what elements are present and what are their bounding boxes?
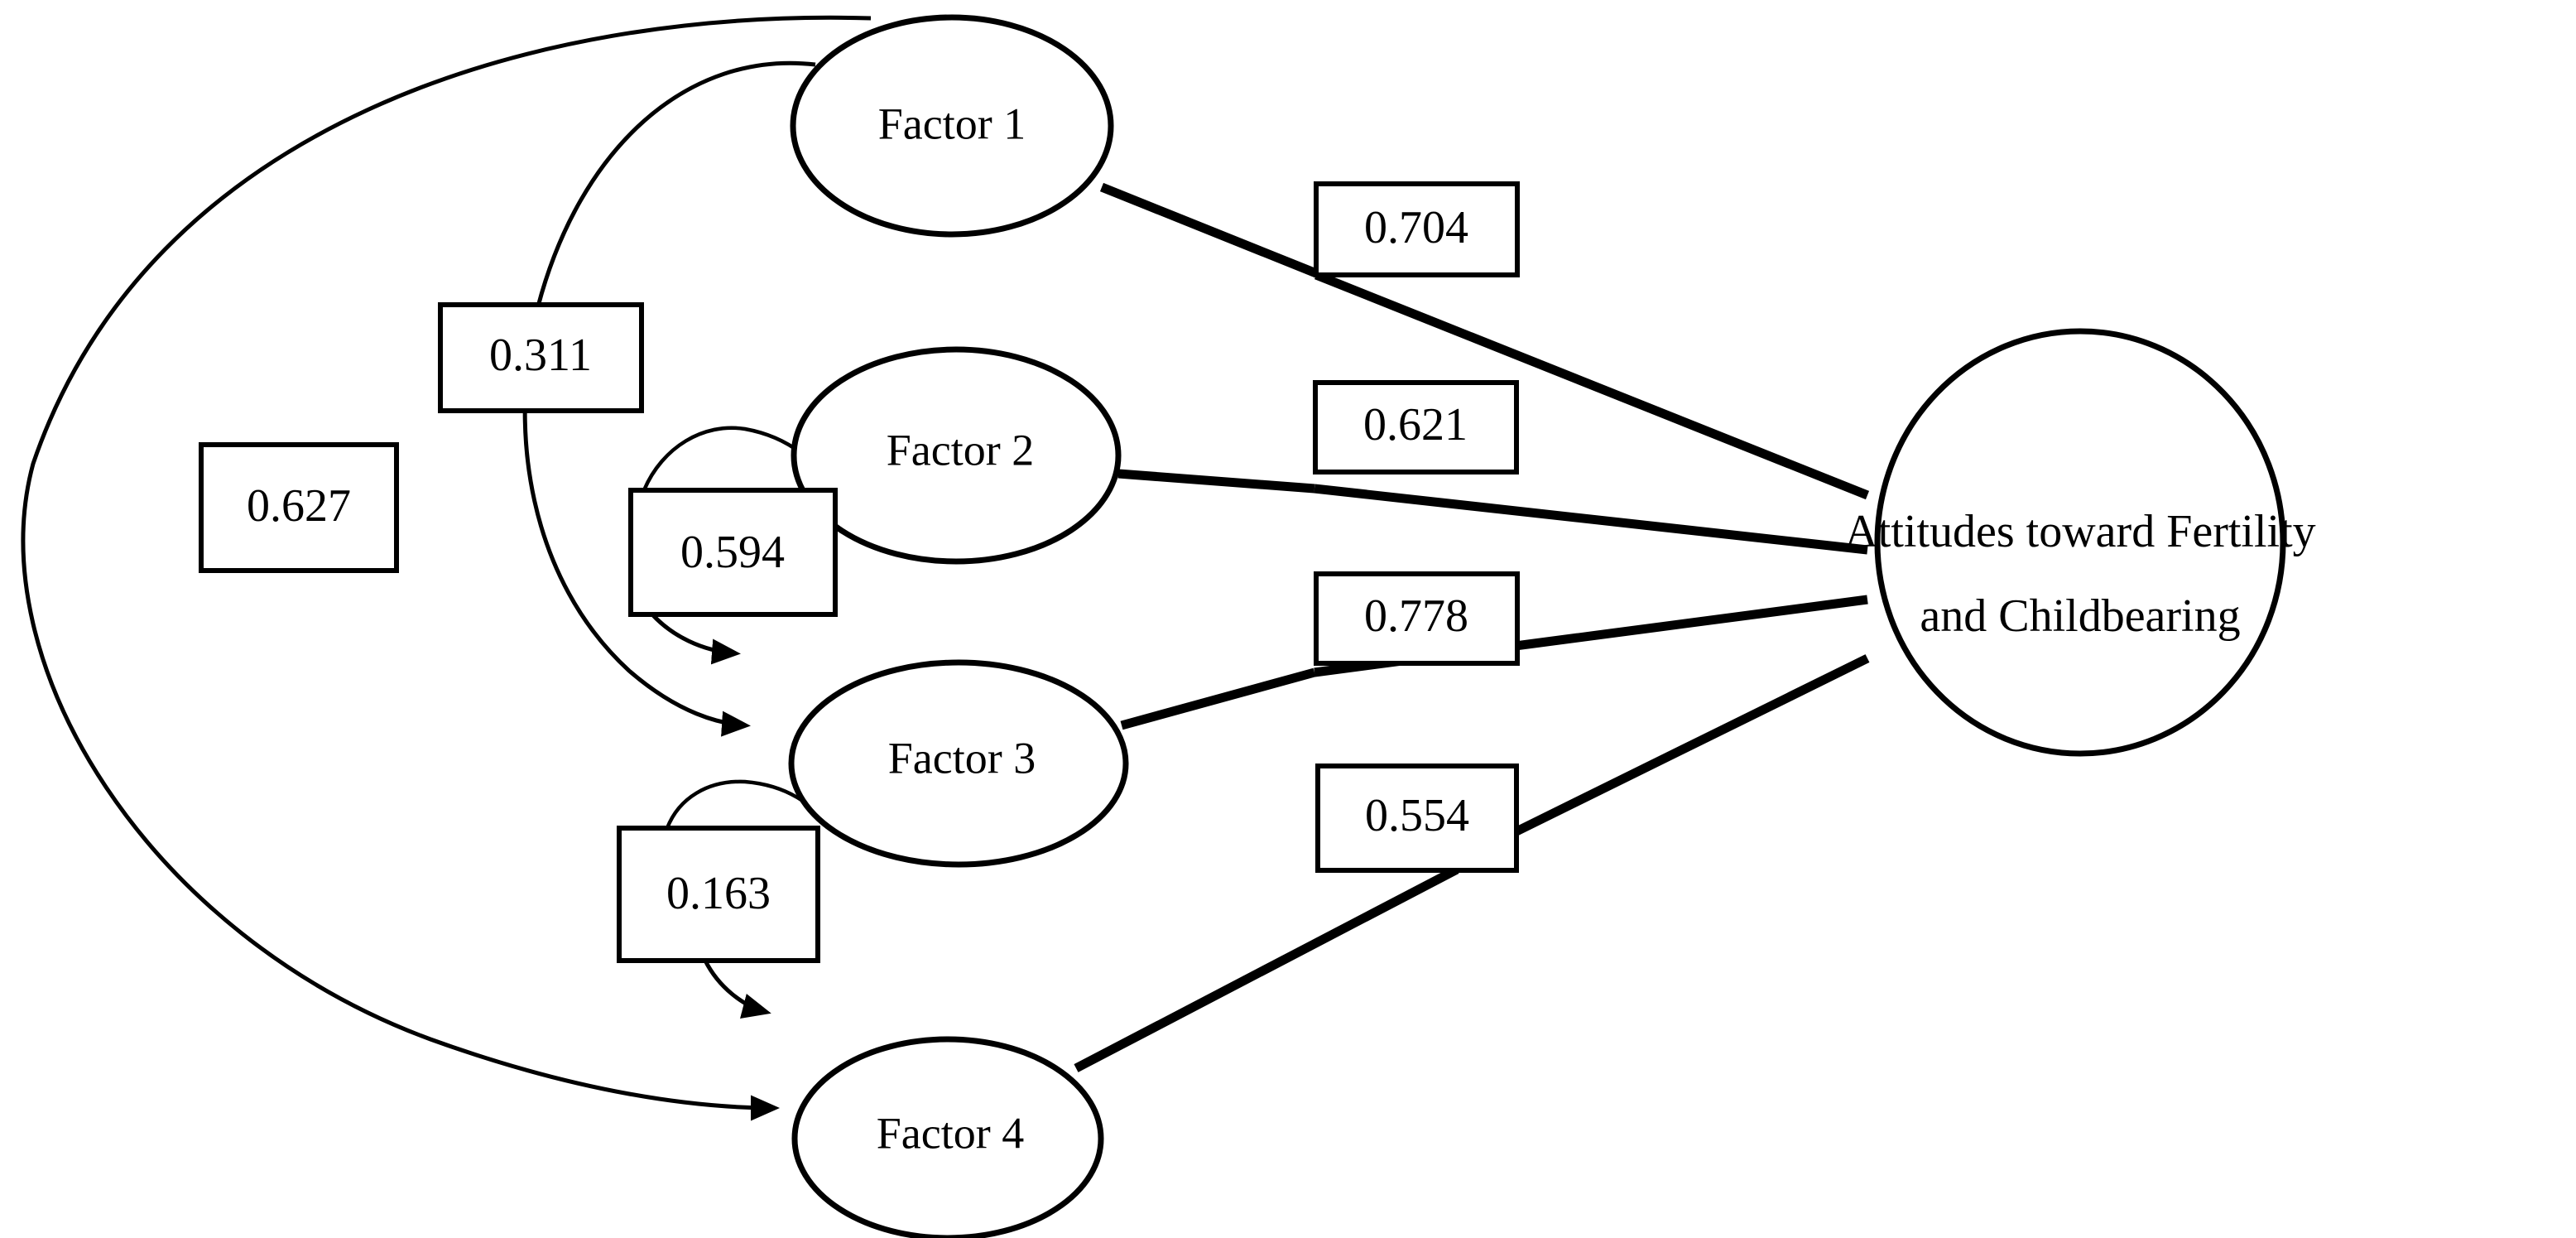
value-box-0554[interactable] (1315, 764, 1519, 873)
value-label-0554: 0.554 (1365, 790, 1469, 841)
value-box-0704[interactable] (1314, 181, 1520, 277)
factor3-label: Factor 3 (888, 733, 1036, 783)
factor4-label: Factor 4 (877, 1108, 1024, 1158)
factor2-label: Factor 2 (887, 425, 1034, 474)
value-label-0621: 0.621 (1363, 399, 1468, 450)
value-box-0311[interactable] (438, 302, 644, 413)
value-label-0627: 0.627 (247, 480, 351, 532)
outcome-label-line1: Attitudes toward Fertility (1844, 506, 2315, 557)
value-box-0778[interactable] (1314, 571, 1520, 666)
outcome-label-line2: and Childbearing (1920, 590, 2240, 642)
factor1-ellipse[interactable] (790, 14, 1114, 238)
path-0594-box-to-factor3 (651, 613, 741, 665)
loading-line-factor4-right (1512, 654, 1870, 836)
loading-line-factor1-left (1099, 182, 1319, 278)
loading-line-factor2-left (1117, 469, 1315, 494)
loading-line-factor2-right (1314, 484, 1868, 555)
factor2-ellipse[interactable] (791, 346, 1122, 565)
value-box-0163[interactable] (617, 826, 820, 963)
value-label-0594: 0.594 (680, 527, 785, 578)
outcome-ellipse[interactable] (1874, 328, 2286, 757)
value-box-0627[interactable] (199, 442, 399, 573)
factor1-label: Factor 1 (878, 99, 1026, 148)
value-label-0704: 0.704 (1364, 202, 1468, 253)
loading-line-factor3-left (1120, 667, 1316, 730)
value-box-0621[interactable] (1313, 380, 1519, 474)
value-label-0163: 0.163 (666, 868, 771, 919)
path-factor1-to-factor4 (21, 15, 872, 1121)
path-0163-box-to-factor4 (703, 959, 771, 1019)
factor4-ellipse[interactable] (791, 1036, 1104, 1238)
value-box-0594[interactable] (628, 488, 838, 617)
value-label-0311: 0.311 (489, 330, 592, 381)
factor3-ellipse[interactable] (788, 659, 1129, 868)
loading-line-factor1-right (1314, 270, 1870, 500)
loading-line-factor4-left (1074, 865, 1459, 1072)
value-label-0778: 0.778 (1364, 590, 1468, 642)
